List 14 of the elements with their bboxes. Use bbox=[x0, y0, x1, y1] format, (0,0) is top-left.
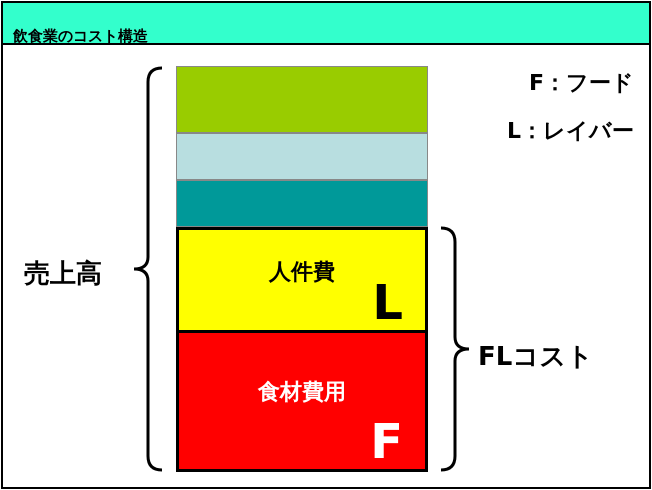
title: 飲食業のコスト構造 bbox=[13, 27, 148, 45]
text-label: FLコスト bbox=[478, 343, 594, 371]
bar-segment bbox=[176, 227, 428, 333]
bar-segment bbox=[176, 66, 428, 133]
bar-segment bbox=[176, 333, 428, 472]
bar-segment bbox=[176, 133, 428, 180]
segment-letter: F bbox=[370, 417, 403, 467]
text-label: F：フード bbox=[528, 70, 634, 98]
text-label: 売上高 bbox=[24, 260, 102, 288]
text-label: L：レイバー bbox=[506, 118, 634, 146]
segment-label: 食材費用 bbox=[256, 378, 347, 406]
segment-letter: L bbox=[372, 278, 403, 328]
segment-label: 人件費 bbox=[268, 259, 336, 287]
bar-segment bbox=[176, 180, 428, 227]
